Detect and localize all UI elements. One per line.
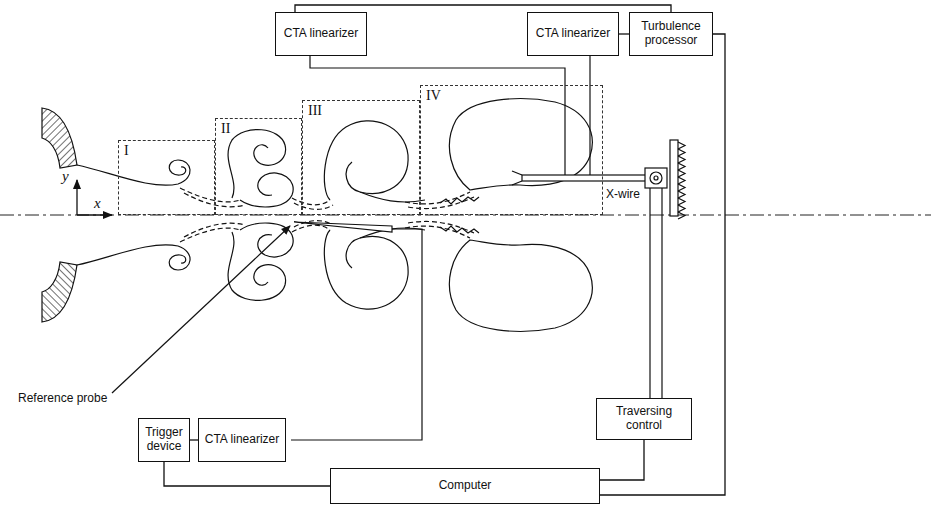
drawing-part (649, 186, 650, 398)
node-text: IV (426, 88, 441, 103)
drawing-part (294, 222, 392, 232)
drawing-part (522, 175, 648, 181)
drawing-part (661, 186, 662, 398)
drawing-part (292, 198, 330, 205)
axis-label: y (62, 168, 69, 185)
rack-tooth (678, 163, 685, 170)
node-text: CTA linearizer (536, 27, 610, 41)
flow-region: IV (420, 85, 603, 215)
traverse-mechanism (645, 140, 685, 398)
drawing-part (77, 160, 190, 185)
drawing-part (405, 192, 470, 204)
traversing-control: Traversing control (596, 398, 692, 440)
drawing-part (650, 172, 662, 184)
signal-wire (295, 5, 671, 12)
cta-linearizer: CTA linearizer (198, 418, 286, 462)
drawing-part (77, 214, 112, 215)
drawing-part (645, 168, 667, 188)
flow-region: III (302, 100, 420, 215)
drawing-part (654, 176, 658, 180)
rack-tooth (678, 149, 685, 156)
drawing-part (76, 180, 77, 215)
node-text: Traversing control (602, 405, 686, 433)
rack-tooth (678, 142, 685, 149)
drawing-part (440, 197, 479, 204)
cta-linearizer: CTA linearizer (275, 12, 367, 56)
rack-tooth (678, 170, 685, 177)
rack-tooth (678, 212, 685, 219)
rack-tooth (678, 191, 685, 198)
drawing-part (512, 181, 522, 185)
computer-box: Computer (330, 468, 600, 504)
rack-tooth (678, 184, 685, 191)
drawing-part (42, 108, 77, 168)
drawing-part (291, 229, 422, 440)
probe-label: Reference probe (18, 392, 107, 406)
drawing-part (589, 56, 590, 175)
axes (77, 180, 112, 215)
reference-probe (112, 222, 422, 440)
rack-tooth (678, 177, 685, 184)
signal-wire (164, 462, 330, 486)
drawing-part (240, 173, 293, 207)
cta-linearizer: CTA linearizer (527, 12, 619, 56)
drawing-part (294, 203, 333, 209)
node-text: CTA linearizer (205, 433, 279, 447)
drawing-part (670, 140, 678, 216)
rack-tooth (678, 156, 685, 163)
node-text: Turbulence processor (635, 20, 707, 48)
node-text: III (308, 103, 322, 118)
signal-wire (190, 439, 198, 440)
drawing-part (310, 56, 565, 175)
drawing-part (112, 226, 290, 393)
trigger-device: Trigger device (138, 418, 190, 462)
drawing-part (324, 121, 408, 200)
node-text: CTA linearizer (284, 27, 358, 41)
node-text: Trigger device (144, 426, 184, 454)
node-text: I (124, 143, 129, 158)
vortex-street (42, 99, 592, 210)
node-text: Computer (439, 479, 492, 493)
x-wire-probe (310, 56, 648, 185)
drawing-part (512, 171, 522, 175)
vortex-street-mirror (42, 221, 592, 332)
signal-wire (619, 33, 629, 34)
drawing-part (180, 188, 240, 202)
axis-label: x (94, 195, 101, 212)
drawing-part (360, 192, 425, 202)
rack-tooth (678, 198, 685, 205)
drawing-part (228, 130, 286, 198)
turbulence-processor: Turbulence processor (629, 12, 713, 56)
probe-label: X-wire (606, 188, 640, 202)
flow-region: II (215, 118, 302, 215)
rack-tooth (678, 205, 685, 212)
node-text: II (221, 121, 230, 136)
flow-region: I (118, 140, 215, 215)
signal-wire (600, 440, 644, 480)
